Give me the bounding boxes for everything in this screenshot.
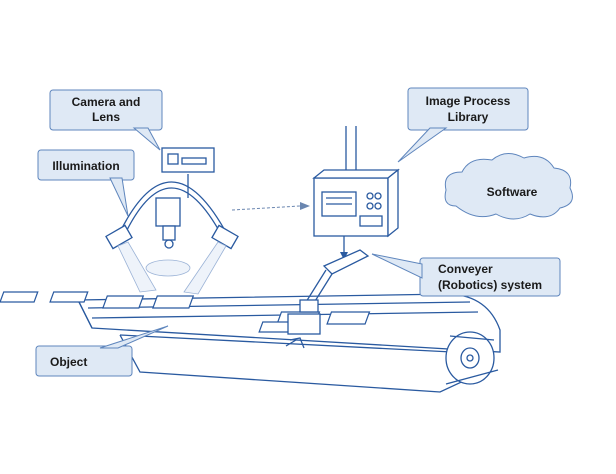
robotic-pusher bbox=[299, 249, 370, 313]
label-conveyer-line1: Conveyer bbox=[438, 262, 493, 276]
callout-camera-and-lens: Camera and Lens bbox=[49, 89, 163, 151]
label-image-process-line1: Image Process bbox=[426, 94, 511, 108]
belt-objects bbox=[0, 291, 371, 349]
image-processor-unit bbox=[312, 126, 400, 260]
illumination-ring bbox=[105, 181, 239, 295]
conveyor-belt bbox=[76, 293, 501, 393]
label-object: Object bbox=[50, 355, 87, 369]
label-conveyer-line2: (Robotics) system bbox=[438, 278, 542, 292]
label-illumination: Illumination bbox=[52, 159, 119, 173]
label-software: Software bbox=[487, 185, 538, 199]
callout-conveyer-system: Conveyer (Robotics) system bbox=[371, 253, 561, 297]
label-camera-line2: Lens bbox=[92, 110, 120, 124]
camera-to-processor-arrow bbox=[231, 202, 310, 211]
callout-object: Object bbox=[35, 325, 169, 377]
callout-image-process-library: Image Process Library bbox=[397, 87, 529, 163]
software-cloud: Software bbox=[444, 153, 573, 220]
callout-illumination: Illumination bbox=[37, 149, 135, 217]
camera-body bbox=[155, 147, 215, 249]
label-image-process-line2: Library bbox=[448, 110, 489, 124]
label-camera-line1: Camera and bbox=[72, 95, 141, 109]
